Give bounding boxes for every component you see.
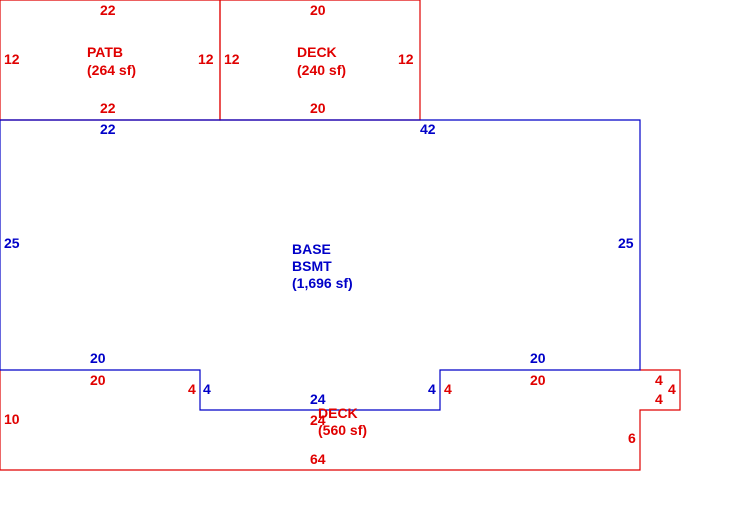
base-dim-left: 25 — [4, 235, 20, 251]
base-dim-notch-left: 4 — [203, 381, 211, 397]
base-dim-bottom-right: 20 — [530, 350, 546, 366]
deck-bottom-dim-step-b: 4 — [668, 381, 676, 397]
base-outline — [0, 119, 641, 411]
deck-bottom-dim-left: 10 — [4, 411, 20, 427]
base-dim-top-left: 22 — [100, 121, 116, 137]
deck-bottom-dim-notch-right: 4 — [444, 381, 452, 397]
patb-name: PATB — [87, 44, 123, 60]
deck-top-area: (240 sf) — [297, 62, 346, 78]
base-name-1: BASE — [292, 241, 331, 257]
patb-dim-right: 12 — [198, 51, 214, 67]
base-dim-top-right: 42 — [420, 121, 436, 137]
patb-dim-left: 12 — [4, 51, 20, 67]
base-dim-notch-bottom: 24 — [310, 391, 326, 407]
deck-bottom-dim-notch-bottom: 24 — [310, 412, 326, 428]
deck-top-dim-right: 12 — [398, 51, 414, 67]
base-area: (1,696 sf) — [292, 275, 353, 291]
patb-area: (264 sf) — [87, 62, 136, 78]
patb-dim-bottom: 22 — [100, 100, 116, 116]
deck-top-dim-bottom: 20 — [310, 100, 326, 116]
deck-bottom-dim-notch-left: 4 — [188, 381, 196, 397]
deck-bottom-outline — [0, 369, 681, 471]
base-name-2: BSMT — [292, 258, 332, 274]
deck-bottom-dim-right: 6 — [628, 430, 636, 446]
deck-bottom-dim-step-c: 4 — [655, 391, 663, 407]
deck-bottom-dim-bottom: 64 — [310, 451, 326, 467]
deck-bottom-dim-step-a: 4 — [655, 372, 663, 388]
deck-top-dim-left: 12 — [224, 51, 240, 67]
base-dim-bottom-left: 20 — [90, 350, 106, 366]
deck-bottom-area: (560 sf) — [318, 422, 367, 438]
base-dim-right: 25 — [618, 235, 634, 251]
base-dim-notch-right: 4 — [428, 381, 436, 397]
deck-bottom-dim-top-right: 20 — [530, 372, 546, 388]
deck-top-dim-top: 20 — [310, 2, 326, 18]
patb-dim-top: 22 — [100, 2, 116, 18]
deck-bottom-dim-top-left: 20 — [90, 372, 106, 388]
deck-bottom-name: DECK — [318, 405, 358, 421]
deck-top-name: DECK — [297, 44, 337, 60]
